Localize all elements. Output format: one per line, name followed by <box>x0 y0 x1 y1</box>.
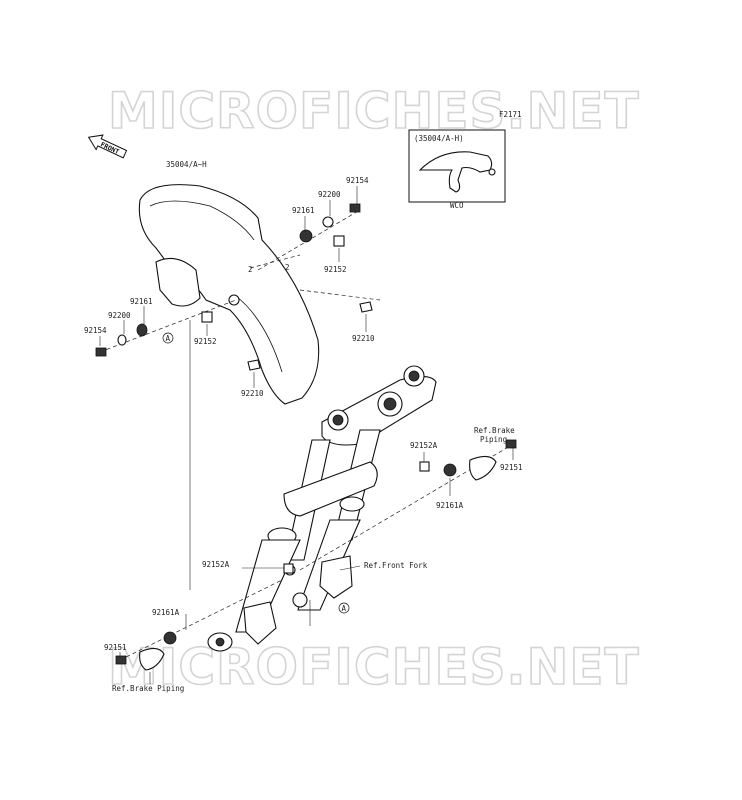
label-fender: 35004/A~H <box>166 160 207 169</box>
right-brake-hardware <box>299 439 517 571</box>
collar-92152-left-icon <box>201 311 213 323</box>
fender-left-mount <box>155 257 201 307</box>
label-collar-92152A-left: 92152A <box>202 560 230 569</box>
label-bolt-92151-right: 92151 <box>500 463 523 472</box>
washer-92200-left-icon <box>117 334 127 346</box>
watermark-bottom: MICROFICHES.NET <box>108 638 640 696</box>
svg-text:2: 2 <box>248 265 253 274</box>
damper-92161A-right-icon <box>443 463 457 477</box>
washer-92200-right-icon <box>322 216 334 228</box>
bolt-92151-left-icon <box>115 655 127 665</box>
left-brake-hardware: A <box>115 563 350 684</box>
front-arrow-label: FRONT <box>99 140 120 156</box>
label-ref-brake-piping-right: Ref.Brake Piping <box>474 426 519 444</box>
label-damper-92161A-left: 92161A <box>152 608 180 617</box>
label-damper-92161-left: 92161 <box>130 297 153 306</box>
right-fender-hardware <box>257 186 381 332</box>
damper-92161-right-icon <box>299 229 313 243</box>
inset-fender-drawing <box>418 151 493 193</box>
front-fender: 2 2 <box>138 184 320 405</box>
label-bolt-92151-left: 92151 <box>104 643 127 652</box>
label-collar-92152-right: 92152 <box>324 265 347 274</box>
variant-inset: (35004/A-H) WCO <box>408 129 506 210</box>
brake-piping-clamp-right-icon <box>469 455 497 481</box>
label-washer-92200-left: 92200 <box>108 311 131 320</box>
front-fork-assembly <box>207 365 437 652</box>
label-damper-92161-right: 92161 <box>292 206 315 215</box>
label-nut-92210-lower: 92210 <box>241 389 264 398</box>
label-ref-front-fork: Ref.Front Fork <box>364 561 428 570</box>
label-bolt-92154-left: 92154 <box>84 326 107 335</box>
damper-92161-left-icon <box>136 323 148 337</box>
fender-mount-hole <box>228 294 240 306</box>
label-collar-92152A-right: 92152A <box>410 441 438 450</box>
ref-a-top: A <box>166 334 171 343</box>
nut-92210-right-icon <box>359 301 373 313</box>
bolt-92154-left-icon <box>95 347 107 357</box>
diagram-code: F2171 <box>499 110 522 119</box>
label-washer-92200-right: 92200 <box>318 190 341 199</box>
collar-92152A-right-icon <box>419 461 430 472</box>
bolt-92154-right-icon <box>349 203 361 213</box>
collar-92152-right-icon <box>333 235 345 247</box>
inset-caption: WCO <box>450 201 464 210</box>
svg-text:2: 2 <box>285 263 290 272</box>
bolt-92151-right-icon <box>505 439 517 449</box>
inset-bolt-icon <box>488 168 496 176</box>
collar-92152A-left-icon <box>283 563 294 574</box>
label-ref-brake-piping-left: Ref.Brake Piping <box>112 684 184 693</box>
label-damper-92161A-right: 92161A <box>436 501 464 510</box>
ref-a-bottom: A <box>342 604 347 613</box>
inset-title: (35004/A-H) <box>414 134 464 143</box>
label-collar-92152-left: 92152 <box>194 337 217 346</box>
label-nut-92210-right: 92210 <box>352 334 375 343</box>
damper-92161A-left-icon <box>163 631 177 645</box>
left-fender-hardware: A <box>95 299 261 590</box>
brake-piping-clamp-left-icon <box>139 647 165 671</box>
label-bolt-92154-right: 92154 <box>346 176 369 185</box>
nut-92210-lower-icon <box>247 359 261 371</box>
watermark-top: MICROFICHES.NET <box>108 82 640 140</box>
